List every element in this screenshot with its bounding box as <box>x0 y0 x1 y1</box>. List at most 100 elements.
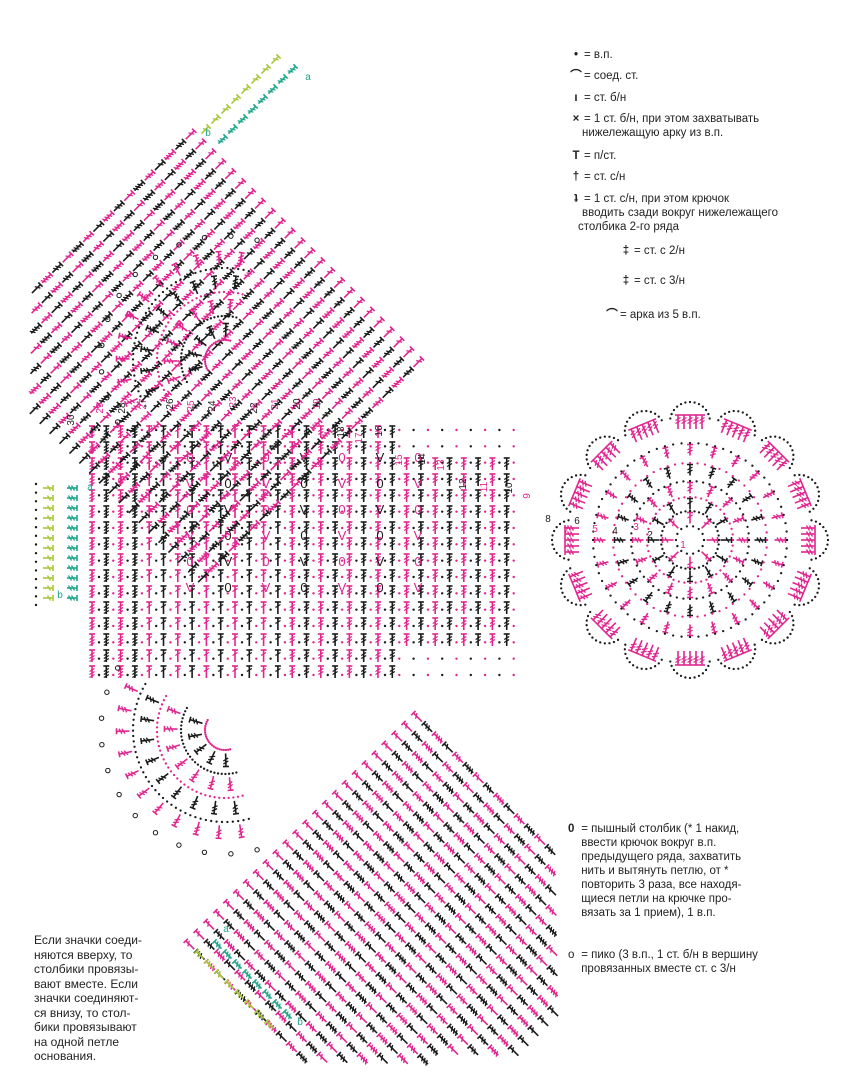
stitch-top <box>309 287 316 293</box>
chain-dot <box>369 461 372 464</box>
chain-dot <box>786 636 789 639</box>
chain-dot <box>340 641 344 644</box>
stitch-bar <box>460 539 467 545</box>
stitch-mark <box>382 386 394 399</box>
stitch-bar <box>117 465 124 471</box>
stitch-bar <box>89 670 95 676</box>
stitch-bar <box>418 622 424 628</box>
stitch-bar <box>353 342 360 346</box>
stitch-bar <box>174 619 181 625</box>
stitch-mark <box>289 601 296 614</box>
stitch-bar <box>460 622 467 628</box>
stitch-mark <box>183 168 197 181</box>
chain-dot <box>355 673 358 677</box>
stitch-mark <box>360 617 367 630</box>
stitch-bar <box>446 574 453 580</box>
chain-dot <box>383 494 387 497</box>
stitch-mark <box>313 276 326 289</box>
stitch-bar <box>289 478 296 484</box>
stitch-bar <box>460 526 467 532</box>
stitch-bar <box>432 494 439 500</box>
stitch-top <box>230 228 236 234</box>
stitch-bar <box>317 526 324 532</box>
stitch-bar <box>260 587 267 593</box>
chain-dot <box>807 475 810 479</box>
chain-dot <box>512 559 515 562</box>
chain-dot <box>155 592 158 595</box>
stitch-bar <box>503 494 510 500</box>
chain-dot <box>760 638 764 641</box>
stitch-bar <box>132 657 138 663</box>
stitch-bar <box>132 577 138 583</box>
chain-dot <box>589 610 592 614</box>
stitch-bar <box>475 603 481 609</box>
stitch-bar <box>475 574 481 580</box>
chain-dot <box>594 438 598 441</box>
stitch-stem <box>214 159 225 170</box>
chain-dot <box>653 665 657 668</box>
stitch-mark <box>203 649 210 662</box>
stitch-mark <box>282 267 296 280</box>
chain-dot <box>183 559 186 562</box>
stitch-bar <box>489 462 496 468</box>
stitch-bar <box>703 522 710 525</box>
stitch-mark <box>246 633 253 646</box>
stitch-bar <box>174 587 181 593</box>
stitch-bar <box>332 494 338 500</box>
chain-dot <box>498 494 501 497</box>
stitch-mark <box>260 441 267 454</box>
stitch-bar <box>808 543 814 549</box>
stitch-mark <box>131 521 138 535</box>
stitch-mark <box>117 601 124 615</box>
stitch-bar <box>403 494 410 500</box>
stitch-stem <box>383 328 393 338</box>
stitch-mark <box>212 258 225 271</box>
chain-dot <box>785 547 788 550</box>
stitch-bar <box>303 606 310 612</box>
chain-dot <box>730 527 733 531</box>
v-stitch-mark: V <box>224 450 233 465</box>
chain-dot <box>696 462 699 465</box>
chain-dot <box>197 494 201 497</box>
chain-dot <box>559 582 563 585</box>
stitch-bar <box>577 589 584 595</box>
stitch-bar <box>446 619 453 625</box>
stitch-mark <box>475 505 482 518</box>
stitch-mark <box>375 425 381 438</box>
stitch-stem <box>194 160 205 170</box>
stitch-top <box>572 489 577 496</box>
stitch-mark <box>346 505 353 518</box>
chain-dot <box>269 526 272 530</box>
stitch-bar <box>403 590 410 596</box>
chain-dot <box>426 445 430 448</box>
stitch-top <box>626 492 632 499</box>
stitch-bar <box>446 507 453 513</box>
stitch-mark <box>417 457 424 470</box>
stitch-mark <box>274 601 281 614</box>
stitch-top <box>190 168 197 174</box>
chain-dot <box>155 575 158 579</box>
stitch-mark <box>160 585 167 598</box>
chain-dot <box>155 641 158 644</box>
stitch-top <box>594 621 601 627</box>
stitch-mark <box>174 633 181 646</box>
stitch-bar <box>687 609 693 614</box>
stitch-bar <box>418 574 424 580</box>
stitch-bar <box>640 650 647 653</box>
stitch-top <box>339 316 345 323</box>
stitch-mark <box>389 521 396 534</box>
stitch-mark <box>174 178 186 191</box>
stitch-bar <box>174 555 181 561</box>
chain-dot <box>169 559 172 562</box>
chain-dot <box>693 676 696 679</box>
stitch-mark <box>281 368 294 380</box>
stitch-mark <box>789 483 806 493</box>
chain-dot <box>355 510 358 513</box>
stitch-bar <box>360 574 367 580</box>
stitch-top <box>734 653 741 658</box>
puff-mark: 0 <box>224 476 231 491</box>
chain-dot <box>715 504 718 508</box>
stitch-stem <box>272 340 282 350</box>
stitch-bar <box>232 651 238 657</box>
stitch-bar <box>656 518 659 525</box>
